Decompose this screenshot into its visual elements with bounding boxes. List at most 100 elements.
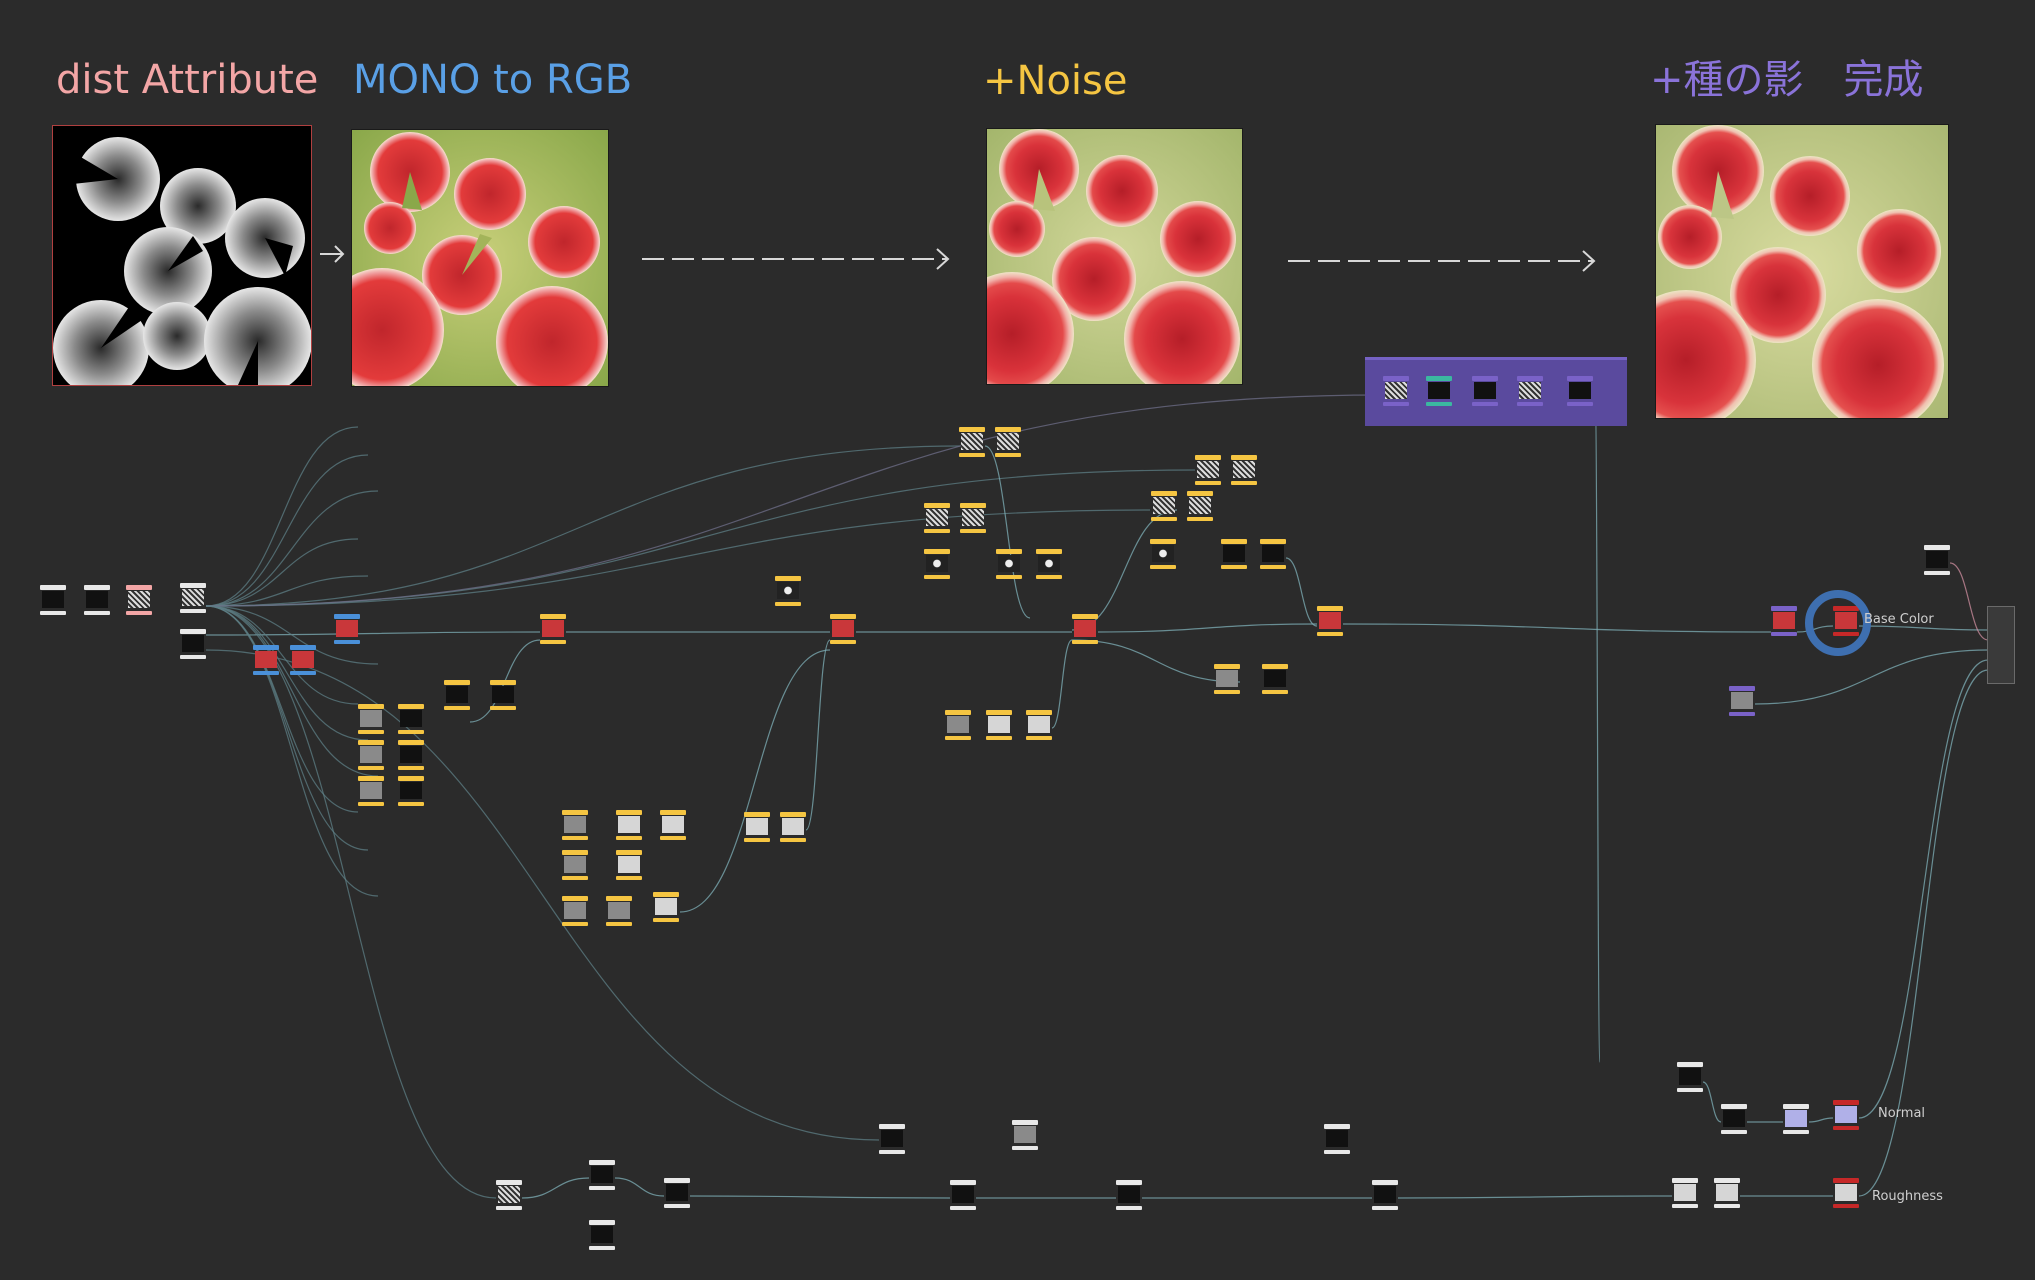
graph-node[interactable]	[540, 614, 566, 644]
node-output-bar	[496, 1206, 522, 1210]
node-thumbnail	[1385, 382, 1407, 399]
graph-node[interactable]	[1214, 664, 1240, 694]
graph-node[interactable]	[616, 810, 642, 840]
graph-node[interactable]	[1383, 376, 1409, 406]
node-header	[1072, 614, 1098, 619]
material-output-node[interactable]	[1987, 606, 2015, 684]
graph-node[interactable]	[398, 740, 424, 770]
graph-node[interactable]	[959, 427, 985, 457]
node-wire	[205, 454, 369, 607]
graph-node[interactable]	[606, 896, 632, 926]
node-thumbnail	[182, 589, 204, 606]
graph-node[interactable]	[1472, 376, 1498, 406]
graph-node[interactable]	[1317, 606, 1343, 636]
graph-node[interactable]	[879, 1124, 905, 1154]
graph-node[interactable]	[398, 776, 424, 806]
graph-node[interactable]	[490, 680, 516, 710]
graph-node[interactable]	[996, 549, 1022, 579]
graph-node[interactable]	[398, 704, 424, 734]
graph-node[interactable]	[1721, 1104, 1747, 1134]
graph-node[interactable]	[780, 812, 806, 842]
node-header	[924, 549, 950, 554]
graph-node[interactable]	[1195, 455, 1221, 485]
graph-node[interactable]	[496, 1180, 522, 1210]
graph-node[interactable]	[589, 1220, 615, 1250]
graph-node[interactable]	[1771, 606, 1797, 636]
graph-node[interactable]	[1072, 614, 1098, 644]
graph-node[interactable]	[1567, 376, 1593, 406]
graph-node[interactable]	[562, 810, 588, 840]
graph-node[interactable]	[1262, 664, 1288, 694]
graph-node[interactable]	[1677, 1062, 1703, 1092]
graph-node[interactable]	[1729, 686, 1755, 716]
graph-node[interactable]	[995, 427, 1021, 457]
node-header	[126, 585, 152, 590]
graph-node[interactable]	[253, 645, 279, 675]
graph-node[interactable]	[1372, 1180, 1398, 1210]
graph-node[interactable]	[1426, 376, 1452, 406]
graph-node[interactable]	[1714, 1178, 1740, 1208]
graph-node[interactable]	[1231, 455, 1257, 485]
graph-node[interactable]	[830, 614, 856, 644]
graph-node[interactable]	[334, 614, 360, 644]
seed-shadow-frame[interactable]	[1365, 357, 1627, 426]
graph-node[interactable]	[1221, 539, 1247, 569]
graph-node[interactable]	[1324, 1124, 1350, 1154]
graph-node[interactable]	[1833, 1178, 1859, 1208]
graph-node[interactable]	[180, 583, 206, 613]
graph-node[interactable]	[950, 1180, 976, 1210]
graph-node[interactable]	[358, 740, 384, 770]
graph-node[interactable]	[1150, 539, 1176, 569]
graph-node[interactable]	[562, 850, 588, 880]
node-thumbnail	[961, 433, 983, 450]
graph-node[interactable]	[40, 585, 66, 615]
graph-node[interactable]	[180, 629, 206, 659]
graph-node[interactable]	[945, 710, 971, 740]
graph-node[interactable]	[924, 549, 950, 579]
node-thumbnail	[1569, 382, 1591, 399]
graph-node[interactable]	[1151, 491, 1177, 521]
node-header	[653, 892, 679, 897]
graph-node[interactable]	[1672, 1178, 1698, 1208]
node-header	[358, 740, 384, 745]
graph-node[interactable]	[290, 645, 316, 675]
graph-node[interactable]	[126, 585, 152, 615]
graph-node[interactable]	[653, 892, 679, 922]
node-output-bar	[1072, 640, 1098, 644]
graph-node[interactable]	[84, 585, 110, 615]
node-header	[1383, 376, 1409, 381]
graph-node[interactable]	[1517, 376, 1543, 406]
graph-node[interactable]	[1833, 1100, 1859, 1130]
node-thumbnail	[492, 686, 514, 703]
graph-node[interactable]	[358, 704, 384, 734]
graph-node[interactable]	[986, 710, 1012, 740]
graph-node[interactable]	[358, 776, 384, 806]
graph-node[interactable]	[1026, 710, 1052, 740]
node-thumbnail	[292, 651, 314, 668]
graph-node[interactable]	[775, 576, 801, 606]
node-output-bar	[562, 922, 588, 926]
graph-node[interactable]	[660, 810, 686, 840]
graph-node[interactable]	[1187, 491, 1213, 521]
seed-shadow-complete-heading: +種の影 完成	[1650, 57, 1924, 103]
graph-node[interactable]	[664, 1178, 690, 1208]
graph-node[interactable]	[960, 503, 986, 533]
node-wire	[205, 605, 359, 705]
graph-node[interactable]	[1036, 549, 1062, 579]
graph-node[interactable]	[1116, 1180, 1142, 1210]
graph-node[interactable]	[444, 680, 470, 710]
node-thumbnail	[881, 1130, 903, 1147]
graph-node[interactable]	[562, 896, 588, 926]
graph-node[interactable]	[1924, 545, 1950, 575]
graph-node[interactable]	[924, 503, 950, 533]
graph-node[interactable]	[1012, 1120, 1038, 1150]
node-thumbnail	[1731, 692, 1753, 709]
graph-node[interactable]	[589, 1160, 615, 1190]
graph-node[interactable]	[744, 812, 770, 842]
node-wire	[205, 426, 359, 607]
graph-node[interactable]	[616, 850, 642, 880]
node-thumbnail	[926, 555, 948, 572]
graph-node[interactable]	[1260, 539, 1286, 569]
node-output-bar	[924, 575, 950, 579]
graph-node[interactable]	[1783, 1104, 1809, 1134]
